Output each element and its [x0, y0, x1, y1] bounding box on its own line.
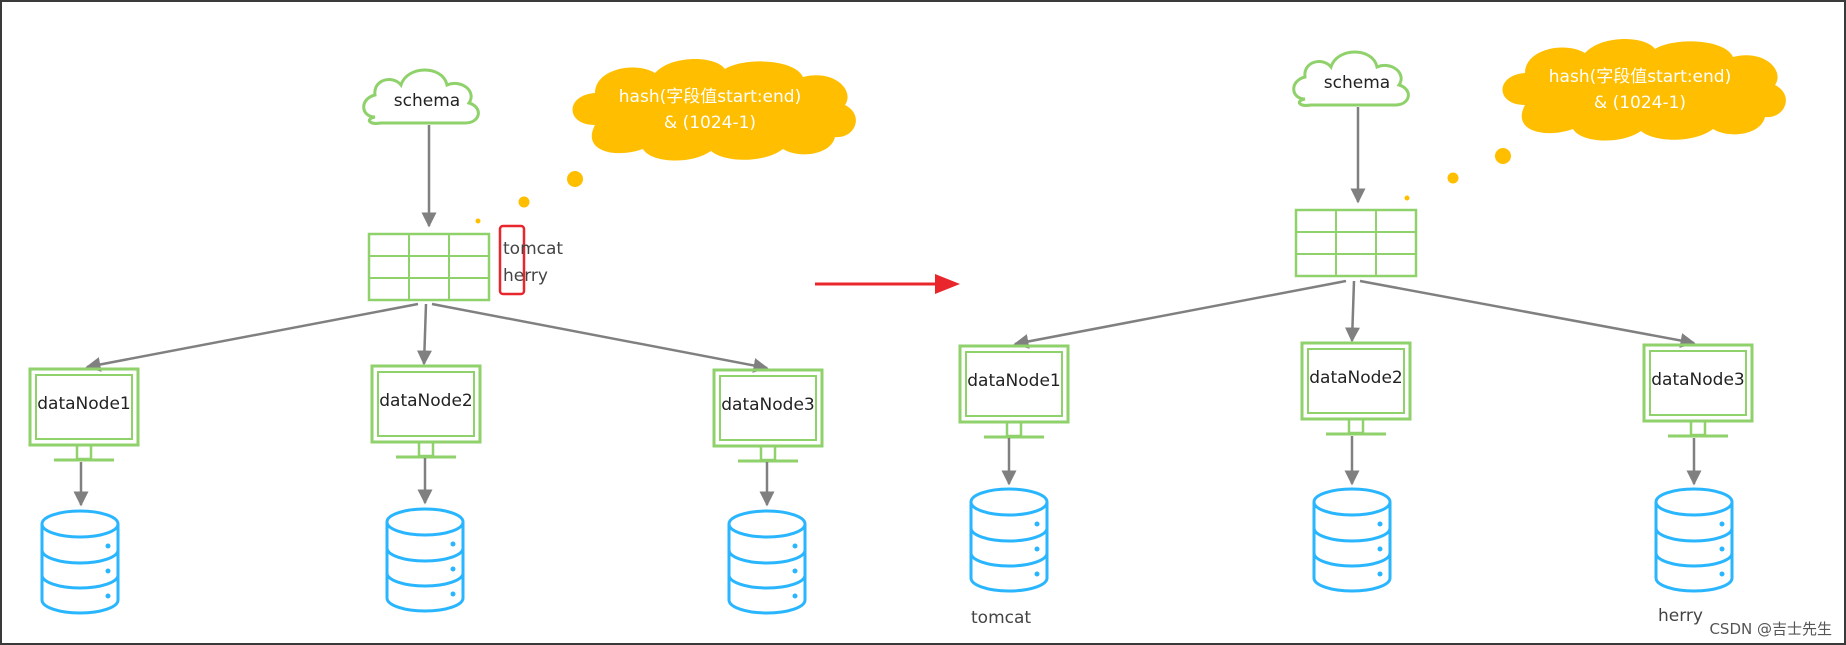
transition-arrow-head: [935, 274, 960, 294]
schema-label-left: schema: [394, 91, 460, 111]
arrow-to-datanode1-right: [1013, 279, 1347, 349]
watermark: CSDN @吉士先生: [1709, 620, 1832, 638]
database1-left: [40, 509, 120, 615]
datanode1-label-right: dataNode1: [967, 371, 1060, 391]
hash-cloud-left: hash(字段值start:end) & (1024-1): [572, 58, 856, 161]
thought-bubble-mid-right: [1447, 172, 1459, 184]
arrow-to-datanode2-left: [416, 303, 432, 366]
schema-label-right: schema: [1324, 73, 1390, 93]
sharding-table-right: [1294, 208, 1418, 278]
thought-bubble-small-left: [475, 218, 481, 224]
database2-left: [385, 507, 465, 613]
datanode2-right: dataNode2: [1300, 341, 1412, 436]
datanode3-label-left: dataNode3: [721, 395, 814, 415]
table-item-tomcat: tomcat: [503, 239, 563, 259]
table-item-herry: herry: [503, 266, 548, 286]
hash-line1-right: hash(字段值start:end): [1549, 67, 1731, 87]
hash-line2-right: & (1024-1): [1594, 93, 1686, 113]
thought-bubble-small-right: [1404, 195, 1410, 201]
datanode2-left: dataNode2: [370, 364, 482, 459]
datanode3-right: dataNode3: [1642, 343, 1754, 438]
hash-line2-left: & (1024-1): [664, 113, 756, 133]
arrow-to-datanode3-right: [1359, 279, 1696, 348]
arrow-to-datanode1-left: [85, 302, 419, 372]
hash-line1-left: hash(字段值start:end): [619, 87, 801, 107]
datanode1-left: dataNode1: [28, 367, 140, 462]
database3-left: [727, 509, 807, 615]
datanode3-left: dataNode3: [712, 368, 824, 463]
schema-cloud-right: schema: [1292, 50, 1410, 107]
datanode3-label-right: dataNode3: [1651, 370, 1744, 390]
thought-bubble-large-left: [567, 171, 583, 187]
arrow-to-datanode2-right: [1344, 280, 1360, 343]
datanode1-label-left: dataNode1: [37, 394, 130, 414]
database2-right: [1312, 487, 1392, 593]
datanode2-label-left: dataNode2: [379, 391, 472, 411]
highlight-box: [498, 224, 526, 296]
result-label-tomcat: tomcat: [971, 608, 1031, 628]
datanode2-label-right: dataNode2: [1309, 368, 1402, 388]
right-diagram: schema hash(字段值start:end) & (1024-1) dat…: [958, 38, 1786, 628]
arrow-to-datanode3-left: [431, 302, 769, 373]
database1-right: [969, 487, 1049, 593]
result-label-herry: herry: [1658, 606, 1703, 626]
left-diagram: schema hash(字段值start:end) & (1024-1) tom…: [28, 58, 856, 615]
schema-cloud-left: schema: [362, 68, 480, 125]
database3-right: [1654, 487, 1734, 593]
datanode1-right: dataNode1: [958, 344, 1070, 439]
thought-bubble-mid-left: [518, 196, 530, 208]
hash-cloud-right: hash(字段值start:end) & (1024-1): [1502, 38, 1786, 141]
sharding-table-left: [367, 232, 491, 302]
thought-bubble-large-right: [1495, 148, 1511, 164]
